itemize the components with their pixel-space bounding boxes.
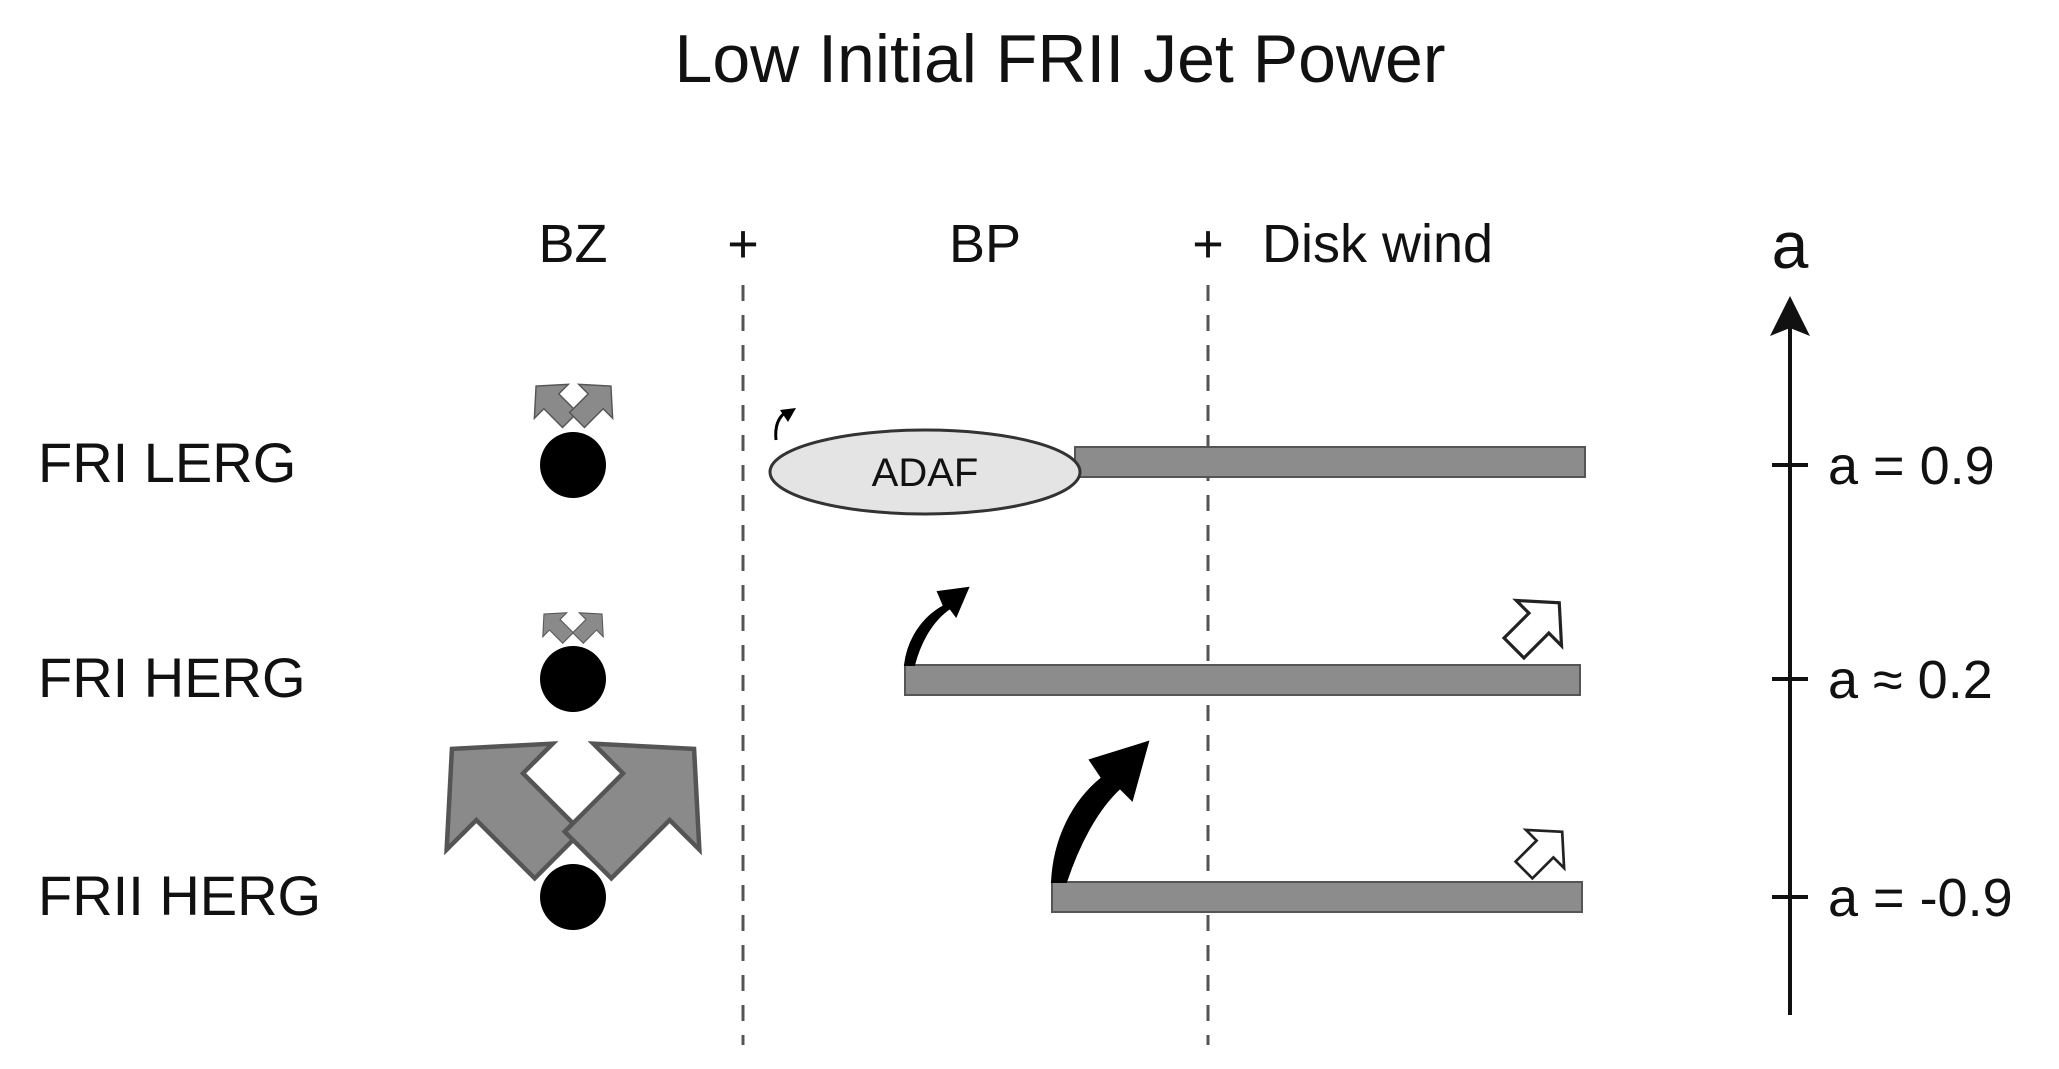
bz-jet-arrows-row-1 xyxy=(518,368,629,438)
black-hole-row-3 xyxy=(540,864,606,930)
accretion-disk-row-1 xyxy=(1074,446,1586,478)
bp-curve-arrow-row-2 xyxy=(903,586,970,666)
column-separator-plus-2: + xyxy=(1192,214,1224,274)
accretion-disk-row-2 xyxy=(904,664,1581,696)
column-header-bp: BP xyxy=(949,214,1021,274)
spin-axis-variable: a xyxy=(1772,208,1809,282)
column-header-disk-wind: Disk wind xyxy=(1262,214,1493,274)
spin-label-row-3: a = -0.9 xyxy=(1828,868,2013,928)
bp-curve-arrow-row-3 xyxy=(1050,740,1150,883)
row-label-fri-herg: FRI HERG xyxy=(38,646,306,709)
disk-wind-arrow-row-2 xyxy=(1489,578,1584,673)
spin-label-row-2: a ≈ 0.2 xyxy=(1828,650,1993,710)
adaf-ellipse xyxy=(768,428,1082,516)
diagram-title: Low Initial FRII Jet Power xyxy=(675,21,1446,97)
black-hole-row-1 xyxy=(540,432,606,498)
spin-label-row-1: a = 0.9 xyxy=(1828,436,1995,496)
row-label-fri-lerg: FRI LERG xyxy=(38,431,296,494)
bz-jet-arrows-row-2 xyxy=(531,601,615,651)
black-hole-row-2 xyxy=(540,646,606,712)
small-bp-curve-arrow-row-1 xyxy=(774,408,796,441)
accretion-disk-row-3 xyxy=(1051,881,1583,913)
adaf-label: ADAF xyxy=(872,451,979,495)
column-separator-plus-1: + xyxy=(727,214,759,274)
column-header-bz: BZ xyxy=(538,214,607,274)
spin-axis-arrowhead xyxy=(1770,296,1810,336)
row-label-frii-herg: FRII HERG xyxy=(38,864,321,927)
disk-wind-arrow-row-3 xyxy=(1503,811,1583,891)
